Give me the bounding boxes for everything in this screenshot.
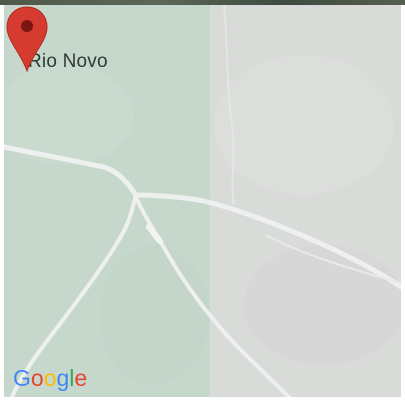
main-road: [4, 144, 401, 290]
logo-letter: o: [43, 365, 57, 391]
logo-letter: l: [69, 365, 75, 391]
minor-road: [265, 234, 401, 284]
marker-dot: [21, 20, 33, 32]
map-tiles: [4, 5, 401, 397]
settlement-marker: [146, 224, 163, 244]
google-logo: Google: [13, 365, 87, 392]
marker-body: [6, 6, 48, 73]
logo-letter: o: [30, 365, 44, 391]
map-marker-icon[interactable]: [4, 5, 50, 75]
logo-letter: G: [13, 365, 31, 391]
top-edge-strip: [0, 0, 405, 5]
track-line: [223, 5, 235, 206]
forest-shade: [4, 65, 134, 165]
logo-letter: e: [74, 365, 88, 391]
forest-shade: [99, 245, 209, 385]
logo-letter: g: [56, 365, 70, 391]
terrain-shade: [244, 245, 401, 365]
road-southwest: [10, 193, 138, 397]
place-label: Rio Novo: [28, 51, 108, 72]
terrain-shade: [214, 55, 394, 195]
map-view[interactable]: Rio Novo Google: [4, 5, 401, 397]
